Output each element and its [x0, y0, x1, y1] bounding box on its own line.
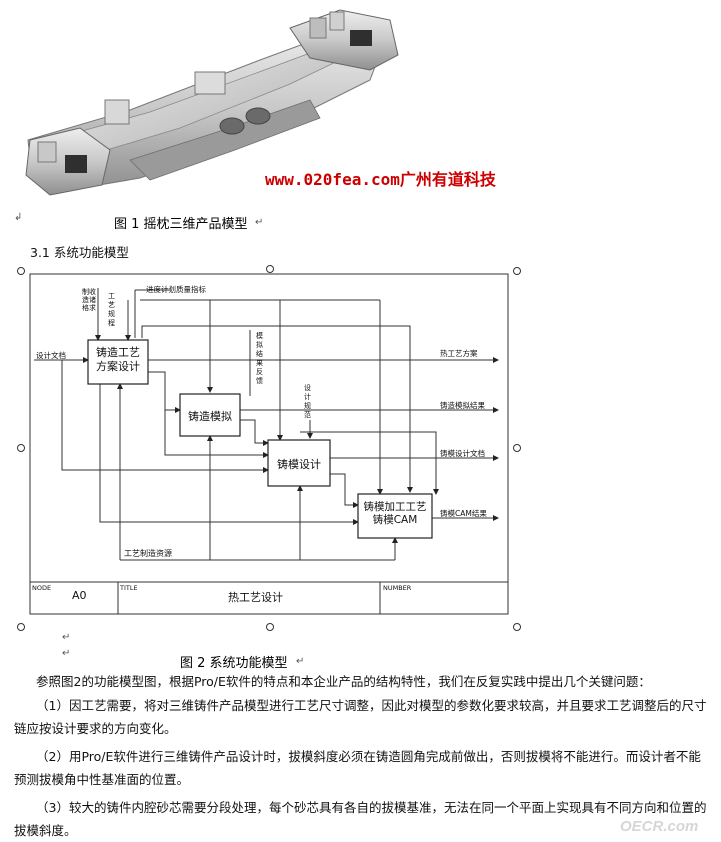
website-watermark: www.020fea.com广州有道科技 [265, 170, 496, 189]
process-box-casting-scheme [87, 339, 149, 385]
footer-node-value: A0 [72, 589, 87, 602]
paragraph-mark: ↵ [62, 648, 71, 659]
paragraph-3-text: （3）较大的铸件内腔砂芯需要分段处理，每个砂芯具有各自的拔模基准，无法在同一个平… [14, 800, 707, 838]
resize-handle[interactable] [266, 265, 274, 273]
paragraph-2: （2）用Pro/E软件进行三维铸件产品设计时，拔模斜度必须在铸造圆角完成前做出，… [14, 745, 710, 791]
paragraph-intro-text: 参照图2的功能模型图，根据Pro/E软件的特点和本企业产品的结构特性，我们在反复… [36, 674, 651, 689]
process-box-casting-sim [179, 393, 241, 437]
diagram-frame [29, 273, 509, 615]
paragraph-mark: ↵ [62, 632, 71, 643]
control-label-requirements: 制收 造诸 格求 [82, 288, 96, 312]
box4-line1: 铸模加工工艺 [363, 501, 427, 513]
box1-label: 铸造工艺 方案设计 [88, 346, 148, 374]
output-label-3: 铸模设计文档 [440, 449, 485, 458]
paragraph-1: （1）因工艺需要，将对三维铸件产品模型进行工艺尺寸调整，因此对模型的参数化要求较… [14, 694, 710, 740]
resize-handle[interactable] [17, 444, 25, 452]
bolster-3d-model-image [25, 9, 399, 196]
process-box-mold-cam [357, 493, 433, 539]
paragraph-mark: ↵ [255, 217, 264, 228]
input-label-design-doc: 设计文档 [36, 351, 66, 360]
paragraph-2-text: （2）用Pro/E软件进行三维铸件产品设计时，拔模斜度必须在铸造圆角完成前做出，… [14, 749, 701, 787]
box2-label: 铸造模拟 [188, 410, 232, 423]
resize-handle[interactable] [17, 267, 25, 275]
footer-title-label: TITLE [120, 584, 138, 592]
box1-line1: 铸造工艺 [96, 346, 140, 359]
design-spec-label: 设计 规范 [304, 384, 311, 419]
footer-number-label: NUMBER [383, 584, 412, 592]
output-label-2: 铸造模拟结果 [440, 401, 485, 410]
resize-handle[interactable] [513, 267, 521, 275]
site-watermark: OECR.com [620, 818, 699, 835]
box3-label: 铸模设计 [277, 458, 321, 471]
paragraph-mark: ↲ [14, 212, 23, 223]
control-label-progress: 进度计划质量指标 [146, 285, 206, 294]
mechanism-label: 工艺制造资源 [124, 549, 172, 558]
footer-title-value: 热工艺设计 [228, 591, 283, 604]
paragraph-intro: 参照图2的功能模型图，根据Pro/E软件的特点和本企业产品的结构特性，我们在反复… [14, 670, 710, 693]
feedback-label: 模拟 结果 反馈 [256, 332, 263, 385]
footer-node-label: NODE [32, 584, 52, 592]
resize-handle[interactable] [513, 623, 521, 631]
output-label-1: 热工艺方案 [440, 349, 478, 358]
section-heading: 3.1 系统功能模型 [30, 245, 129, 260]
figure-2-caption: 图 2 系统功能模型 [180, 656, 288, 671]
paragraph-3: （3）较大的铸件内腔砂芯需要分段处理，每个砂芯具有各自的拔模基准，无法在同一个平… [14, 796, 710, 842]
control-label-process-spec: 工艺 规程 [108, 292, 115, 327]
output-label-4: 铸模CAM结果 [440, 509, 487, 518]
process-box-mold-design [267, 439, 331, 487]
box1-line2: 方案设计 [96, 360, 140, 373]
resize-handle[interactable] [266, 623, 274, 631]
resize-handle[interactable] [513, 444, 521, 452]
box4-label: 铸模加工工艺 铸模CAM [358, 501, 432, 527]
resize-handle[interactable] [17, 623, 25, 631]
paragraph-1-text: （1）因工艺需要，将对三维铸件产品模型进行工艺尺寸调整，因此对模型的参数化要求较… [14, 698, 707, 736]
box4-line2: 铸模CAM [372, 514, 418, 526]
figure-1-caption: 图 1 摇枕三维产品模型 [114, 217, 248, 232]
paragraph-mark: ↵ [296, 656, 305, 667]
